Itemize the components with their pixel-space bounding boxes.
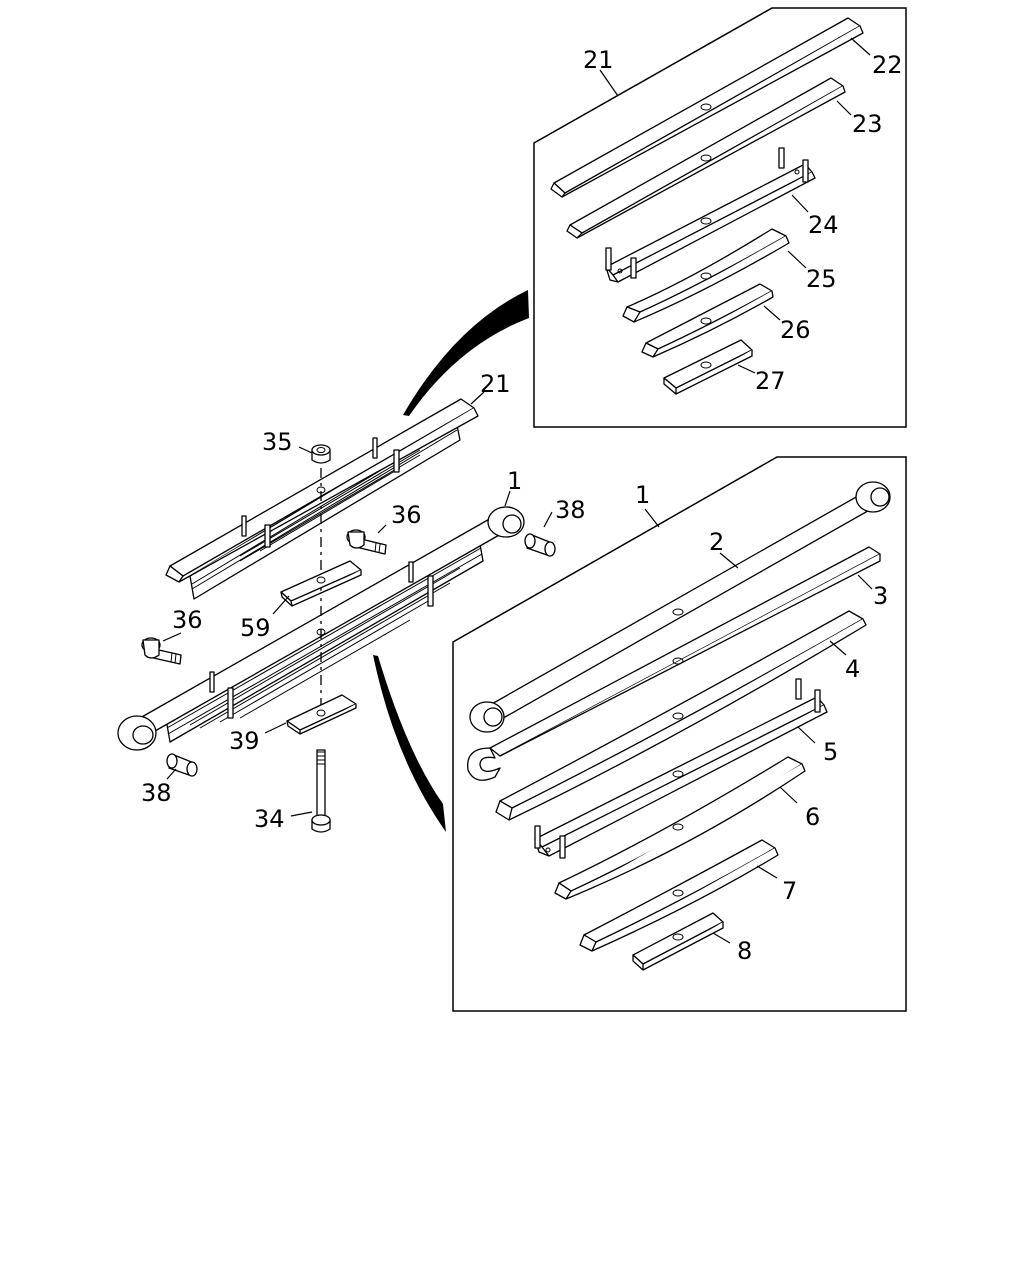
callout-1-inset: 1	[635, 481, 650, 509]
leaf-26	[641, 283, 774, 358]
leaf-22	[550, 17, 864, 198]
bolt-34	[311, 749, 331, 833]
callout-23: 23	[852, 110, 883, 138]
bolt-36-lower	[141, 637, 182, 665]
nut-35	[311, 444, 331, 464]
callout-4: 4	[845, 655, 860, 683]
callout-39: 39	[229, 727, 260, 755]
main-spring-1	[117, 506, 525, 751]
helper-spring-inset: 21 22 23 24 25 26 27	[533, 7, 907, 428]
callout-5: 5	[823, 738, 838, 766]
bushing-38-lower	[166, 753, 198, 777]
leaf-6	[554, 756, 806, 900]
bolt-36-upper	[346, 529, 387, 555]
callout-6: 6	[805, 803, 820, 831]
callout-35: 35	[262, 428, 293, 456]
leaf-4	[495, 610, 867, 821]
bushing-38-upper	[524, 533, 556, 557]
callout-22: 22	[872, 51, 903, 79]
pad-27	[663, 339, 753, 395]
callout-25: 25	[806, 265, 837, 293]
callout-36-lower: 36	[172, 606, 203, 634]
arc-helper-to-inset	[403, 290, 529, 416]
callout-3: 3	[873, 582, 888, 610]
leaf-24	[605, 147, 816, 283]
callout-8: 8	[737, 937, 752, 965]
helper-spring-21	[165, 398, 479, 600]
leaf-3	[467, 546, 881, 781]
callout-7: 7	[782, 877, 797, 905]
callout-27: 27	[755, 367, 786, 395]
plate-59	[280, 560, 362, 607]
inset-frame-lower	[452, 456, 907, 1012]
callout-2: 2	[709, 528, 724, 556]
callout-21-inset: 21	[583, 46, 614, 74]
main-spring-inset: 1 2 3 4 5 6 7 8	[452, 456, 907, 1012]
pad-8	[632, 912, 724, 971]
callout-34: 34	[254, 805, 285, 833]
callout-59: 59	[240, 614, 271, 642]
plate-39	[286, 694, 357, 735]
leaf-23	[566, 77, 846, 239]
spring-assembly: 21 35 36 1 38 59 36 39 38 34	[117, 370, 586, 833]
callout-21-main: 21	[480, 370, 511, 398]
callout-38-upper: 38	[555, 496, 586, 524]
leaf-2	[469, 481, 891, 733]
callout-36-upper: 36	[391, 501, 422, 529]
callout-26: 26	[780, 316, 811, 344]
inset-frame-upper	[533, 7, 907, 428]
leaf-5	[534, 678, 828, 859]
callout-24: 24	[808, 211, 839, 239]
arc-main-to-inset	[373, 655, 446, 832]
callout-38-lower: 38	[141, 779, 172, 807]
leaf-7	[579, 839, 779, 952]
callout-1-main: 1	[507, 467, 522, 495]
leaf-25	[622, 228, 790, 323]
